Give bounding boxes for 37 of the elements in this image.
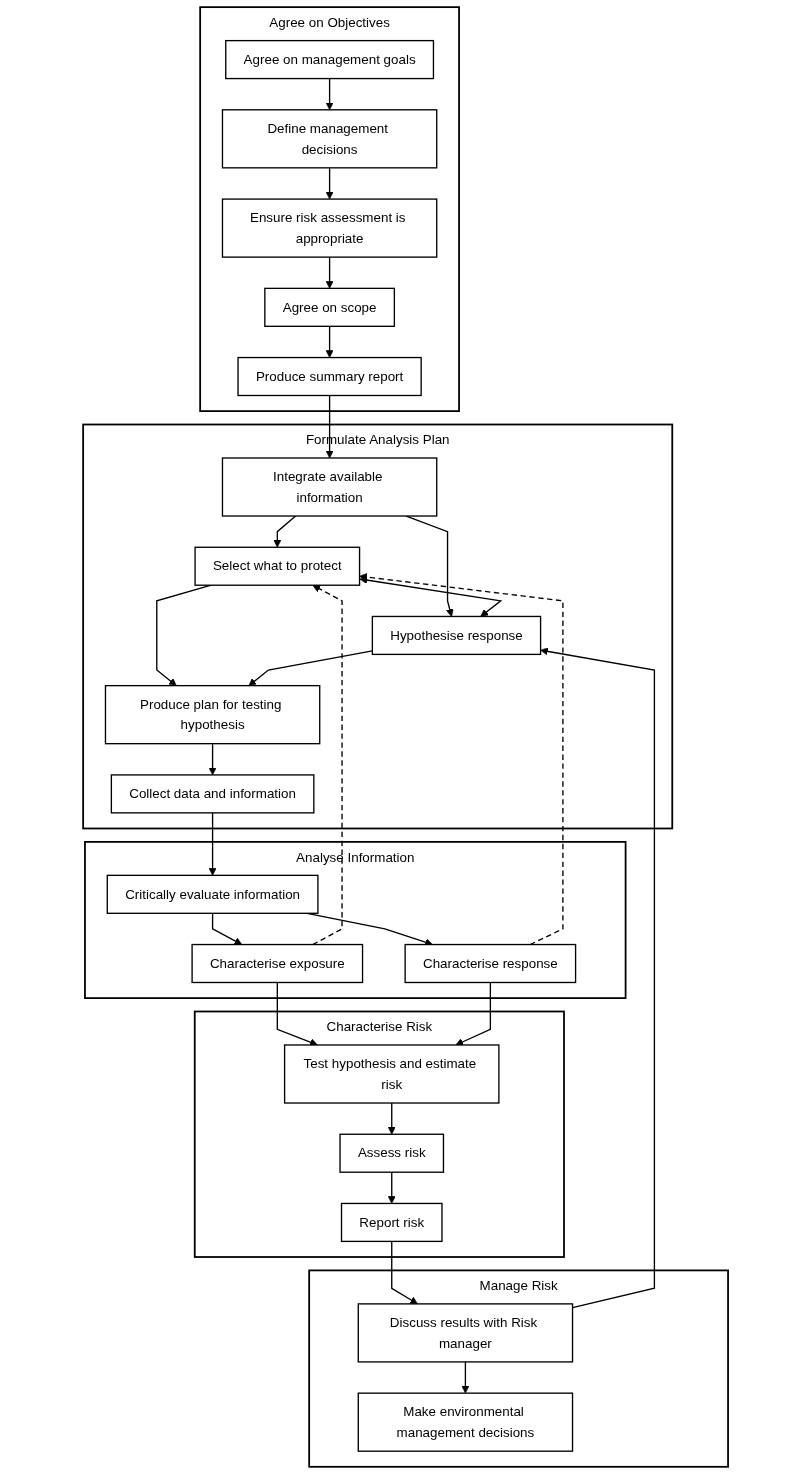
node-box: Critically evaluate information xyxy=(106,874,319,914)
node-box: Agree on scope xyxy=(264,287,395,327)
arrow xyxy=(387,1171,396,1204)
arrow xyxy=(208,743,217,776)
arrow xyxy=(208,812,217,876)
node-box: Report risk xyxy=(340,1202,443,1243)
arrow xyxy=(387,1102,396,1135)
arrow xyxy=(390,1240,418,1305)
arrow xyxy=(455,981,491,1046)
node-box: Integrate available information xyxy=(221,457,438,517)
arrow xyxy=(312,584,343,946)
node-box: Hypothesise response xyxy=(371,615,542,656)
arrow xyxy=(359,576,503,617)
node-box: Make environmental management decisions xyxy=(357,1392,574,1452)
arrow xyxy=(325,77,334,111)
node-box: Characterise response xyxy=(404,943,577,984)
node-box: Produce plan for testing hypothesis xyxy=(104,684,321,745)
arrow xyxy=(325,325,334,358)
arrow xyxy=(248,650,373,686)
arrow xyxy=(461,1361,470,1394)
arrow xyxy=(359,573,564,946)
node-box: Produce summary report xyxy=(237,356,422,397)
arrow xyxy=(325,167,334,200)
node-box: Characterise exposure xyxy=(191,943,364,984)
node-box: Define management decisions xyxy=(221,109,438,169)
arrow xyxy=(273,515,297,548)
node-box: Ensure risk assessment is appropriate xyxy=(221,198,438,258)
arrow xyxy=(540,647,655,1309)
node-box: Discuss results with Risk manager xyxy=(357,1303,574,1363)
arrow xyxy=(211,912,243,945)
arrow xyxy=(325,394,334,459)
node-box: Collect data and information xyxy=(110,774,315,814)
node-box: Select what to protect xyxy=(194,546,361,586)
arrow xyxy=(325,256,334,289)
node-box: Agree on management goals xyxy=(225,39,434,80)
node-box: Test hypothesis and estimate risk xyxy=(283,1044,500,1104)
node-box: Assess risk xyxy=(339,1133,445,1173)
